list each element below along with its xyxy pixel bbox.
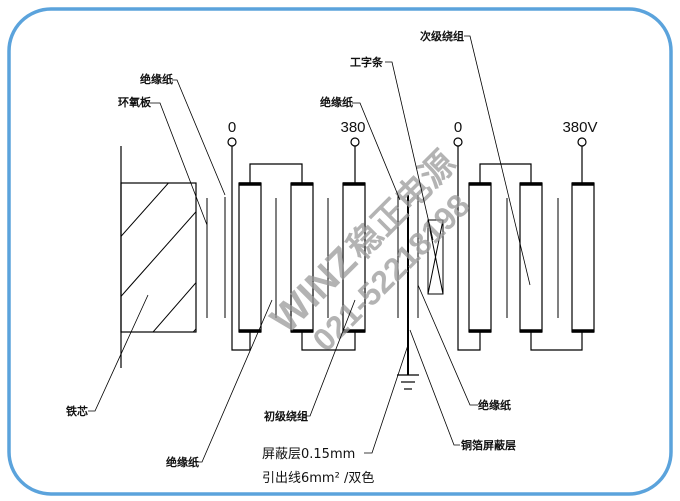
- label-insulation-paper-top-mid: 绝缘纸: [320, 95, 353, 109]
- i-bar: [427, 219, 444, 295]
- label-iron-core: 铁芯: [66, 404, 88, 418]
- label-insulation-paper-right: 绝缘纸: [478, 398, 511, 412]
- primary-winding: [227, 137, 366, 351]
- label-shield-thickness: 屏蔽层0.15mm: [262, 447, 355, 462]
- terminal-primary-380: 380: [340, 119, 365, 136]
- label-epoxy-board: 环氧板: [118, 95, 152, 109]
- watermark: WINZ 稳正电源 021-52218198: [262, 144, 477, 358]
- leader-lines: [88, 35, 531, 463]
- label-insulation-paper-bottom: 绝缘纸: [166, 455, 199, 469]
- label-insulation-paper-top-left: 绝缘纸: [140, 72, 173, 86]
- label-secondary-winding: 次级绕组: [420, 29, 464, 43]
- frame-border: [7, 7, 673, 496]
- terminal-primary-0: 0: [228, 119, 236, 136]
- secondary-winding: [453, 137, 595, 351]
- terminal-secondary-0: 0: [454, 119, 462, 136]
- label-copper-foil-shield: 铜箔屏蔽层: [460, 438, 516, 452]
- label-lead-wire: 引出线6mm² /双色: [262, 470, 374, 486]
- label-primary-winding: 初级绕组: [264, 409, 308, 423]
- label-i-bar: 工字条: [350, 55, 384, 69]
- terminal-secondary-380v: 380V: [562, 119, 597, 136]
- iron-core: [120, 146, 197, 368]
- insulation-lines: [206, 195, 559, 318]
